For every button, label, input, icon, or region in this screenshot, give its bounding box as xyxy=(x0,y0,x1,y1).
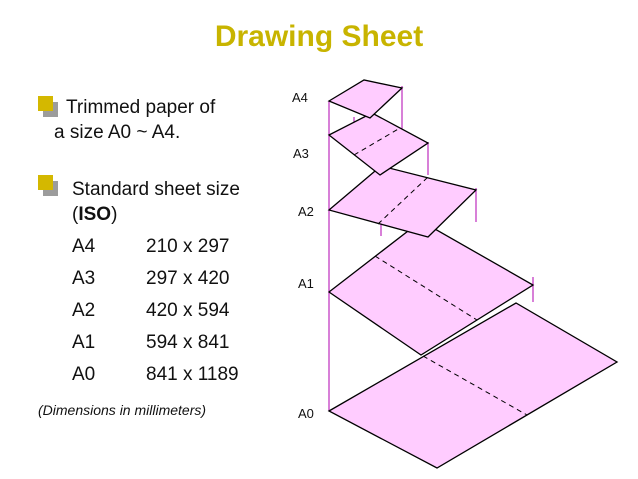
label-a1: A1 xyxy=(298,276,314,291)
size-dims: 297 x 420 xyxy=(146,268,230,289)
label-a0: A0 xyxy=(298,406,314,421)
sheet-a1 xyxy=(327,220,535,356)
size-name: A0 xyxy=(72,364,96,385)
bullet-line: Standard sheet size xyxy=(72,179,240,200)
iso-label: ISO xyxy=(78,204,112,225)
bullet-line: Trimmed paper of xyxy=(66,97,216,118)
bullet-line-iso: (ISO) xyxy=(72,204,118,225)
sheet-a0 xyxy=(327,302,619,469)
bullet-trimmed-paper: Trimmed paper of a size A0 ~ A4. xyxy=(54,95,216,145)
sheet-a3 xyxy=(327,112,430,176)
size-name: A4 xyxy=(72,236,96,257)
size-dims: 594 x 841 xyxy=(146,332,230,353)
size-name: A2 xyxy=(72,300,96,321)
sheet-a4 xyxy=(327,79,404,119)
sheet-a2 xyxy=(327,165,478,238)
label-a4: A4 xyxy=(292,90,308,105)
size-name: A3 xyxy=(72,268,96,289)
bullet-standard-size: Standard sheet size (ISO) xyxy=(72,177,240,227)
bullet-icon xyxy=(38,175,60,197)
label-a2: A2 xyxy=(298,204,314,219)
page-title: Drawing Sheet xyxy=(214,20,424,53)
units-note: (Dimensions in millimeters) xyxy=(38,402,207,418)
size-dims: 420 x 594 xyxy=(146,300,230,321)
label-a3: A3 xyxy=(293,146,309,161)
size-dims: 841 x 1189 xyxy=(146,364,239,385)
size-name: A1 xyxy=(72,332,96,353)
bullet-line: a size A0 ~ A4. xyxy=(54,122,181,143)
size-dims: 210 x 297 xyxy=(146,236,230,257)
bullet-icon xyxy=(38,96,60,118)
